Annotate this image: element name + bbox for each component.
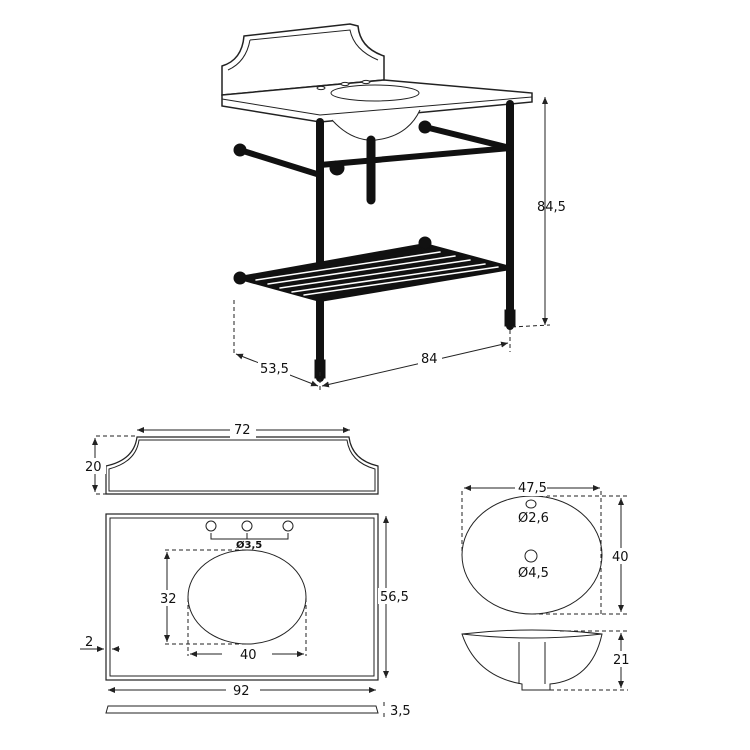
basin-view: 47,5 Ø2,6 Ø4,5 40 21 (461, 480, 634, 691)
backsplash-3d (221, 23, 385, 96)
cutout-width-label: 40 (240, 648, 257, 663)
countertop-width-label: 92 (233, 684, 250, 699)
overflow-hole-label: Ø2,6 (518, 511, 549, 526)
basin-length-label: 40 (612, 550, 629, 565)
thickness-label: 3,5 (390, 704, 411, 719)
metal-stand (233, 100, 516, 382)
faucet-holes-label: Ø3,5 (236, 539, 262, 551)
countertop-depth-label: 56,5 (380, 590, 409, 605)
basin-width-label: 47,5 (518, 481, 547, 496)
backsplash-height-label: 20 (85, 460, 102, 475)
width-label: 84 (421, 352, 438, 367)
countertop-view: Ø3,5 32 40 56,5 2 92 3,5 (80, 513, 412, 719)
backsplash-width-label: 72 (234, 423, 251, 438)
basin-height-label: 21 (613, 653, 630, 668)
depth-label: 53,5 (260, 362, 289, 377)
height-label: 84,5 (537, 200, 566, 215)
backsplash-view: 72 20 (84, 422, 379, 495)
perspective-view: 84,5 53,5 84 (221, 23, 566, 390)
edge-offset-label: 2 (85, 635, 93, 650)
drain-hole-label: Ø4,5 (518, 566, 549, 581)
cutout-height-label: 32 (160, 592, 177, 607)
